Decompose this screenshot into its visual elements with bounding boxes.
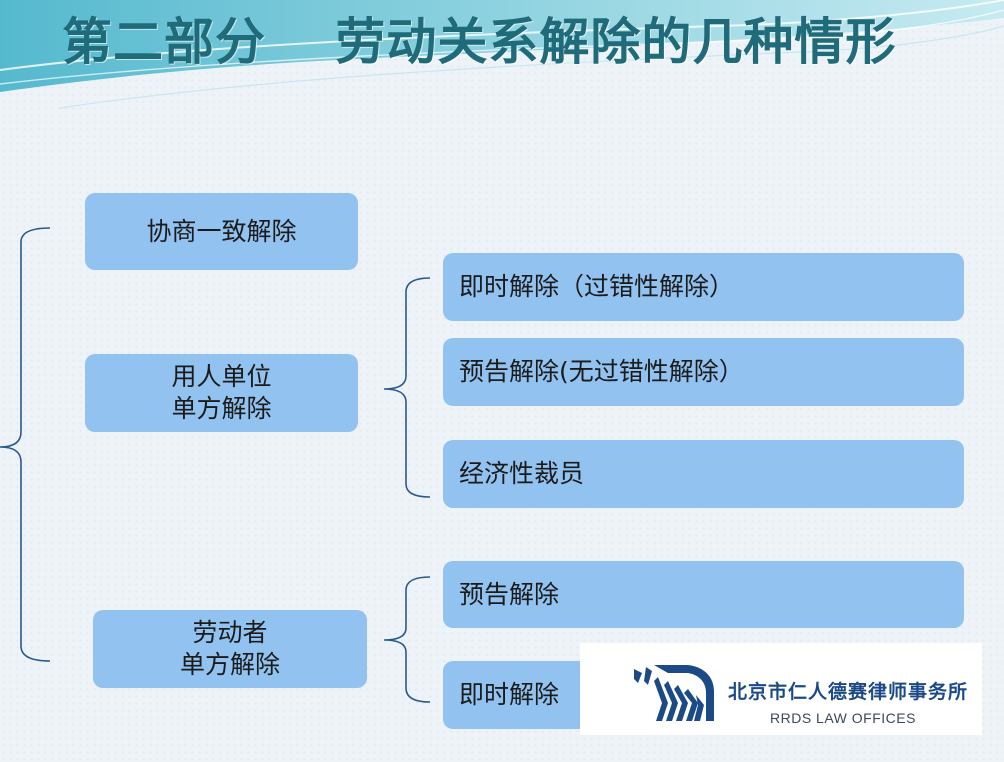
employer-sub-box-notice: 预告解除(无过错性解除） [443, 338, 964, 406]
worker-termination-box: 劳动者 单方解除 [93, 610, 367, 688]
worker-bracket [383, 576, 431, 703]
law-office-name-cn: 北京市仁人德赛律师事务所 [728, 681, 969, 703]
worker-termination-line2: 单方解除 [179, 650, 280, 679]
employer-sub-label-layoff: 经济性裁员 [459, 459, 585, 488]
employer-bracket [383, 277, 431, 498]
employer-termination-line2: 单方解除 [171, 394, 272, 423]
employer-sub-box-immediate: 即时解除（过错性解除） [443, 253, 964, 321]
top-swoosh-decoration [0, 0, 1004, 109]
worker-sub-box-notice: 预告解除 [443, 561, 964, 628]
employer-sub-box-layoff: 经济性裁员 [443, 440, 964, 508]
employer-sub-label-immediate: 即时解除（过错性解除） [459, 272, 735, 301]
worker-sub-label-notice: 预告解除 [459, 579, 560, 609]
worker-sub-label-immediate: 即时解除 [459, 680, 560, 709]
employer-termination-box: 用人单位 单方解除 [85, 354, 358, 432]
main-bracket [0, 227, 51, 662]
employer-termination-line1: 用人单位 [171, 362, 272, 391]
employer-sub-label-notice: 预告解除(无过错性解除） [459, 357, 744, 386]
mutual-termination-box: 协商一致解除 [85, 193, 358, 270]
mutual-termination-label: 协商一致解除 [146, 216, 297, 246]
law-office-logo: 北京市仁人德赛律师事务所 RRDS LAW OFFICES [580, 643, 982, 735]
law-office-name-en: RRDS LAW OFFICES [770, 710, 916, 726]
worker-termination-line1: 劳动者 [192, 618, 268, 647]
slide-title: 第二部分 劳动关系解除的几种情形 [62, 12, 897, 71]
rrds-emblem-icon [634, 665, 714, 721]
